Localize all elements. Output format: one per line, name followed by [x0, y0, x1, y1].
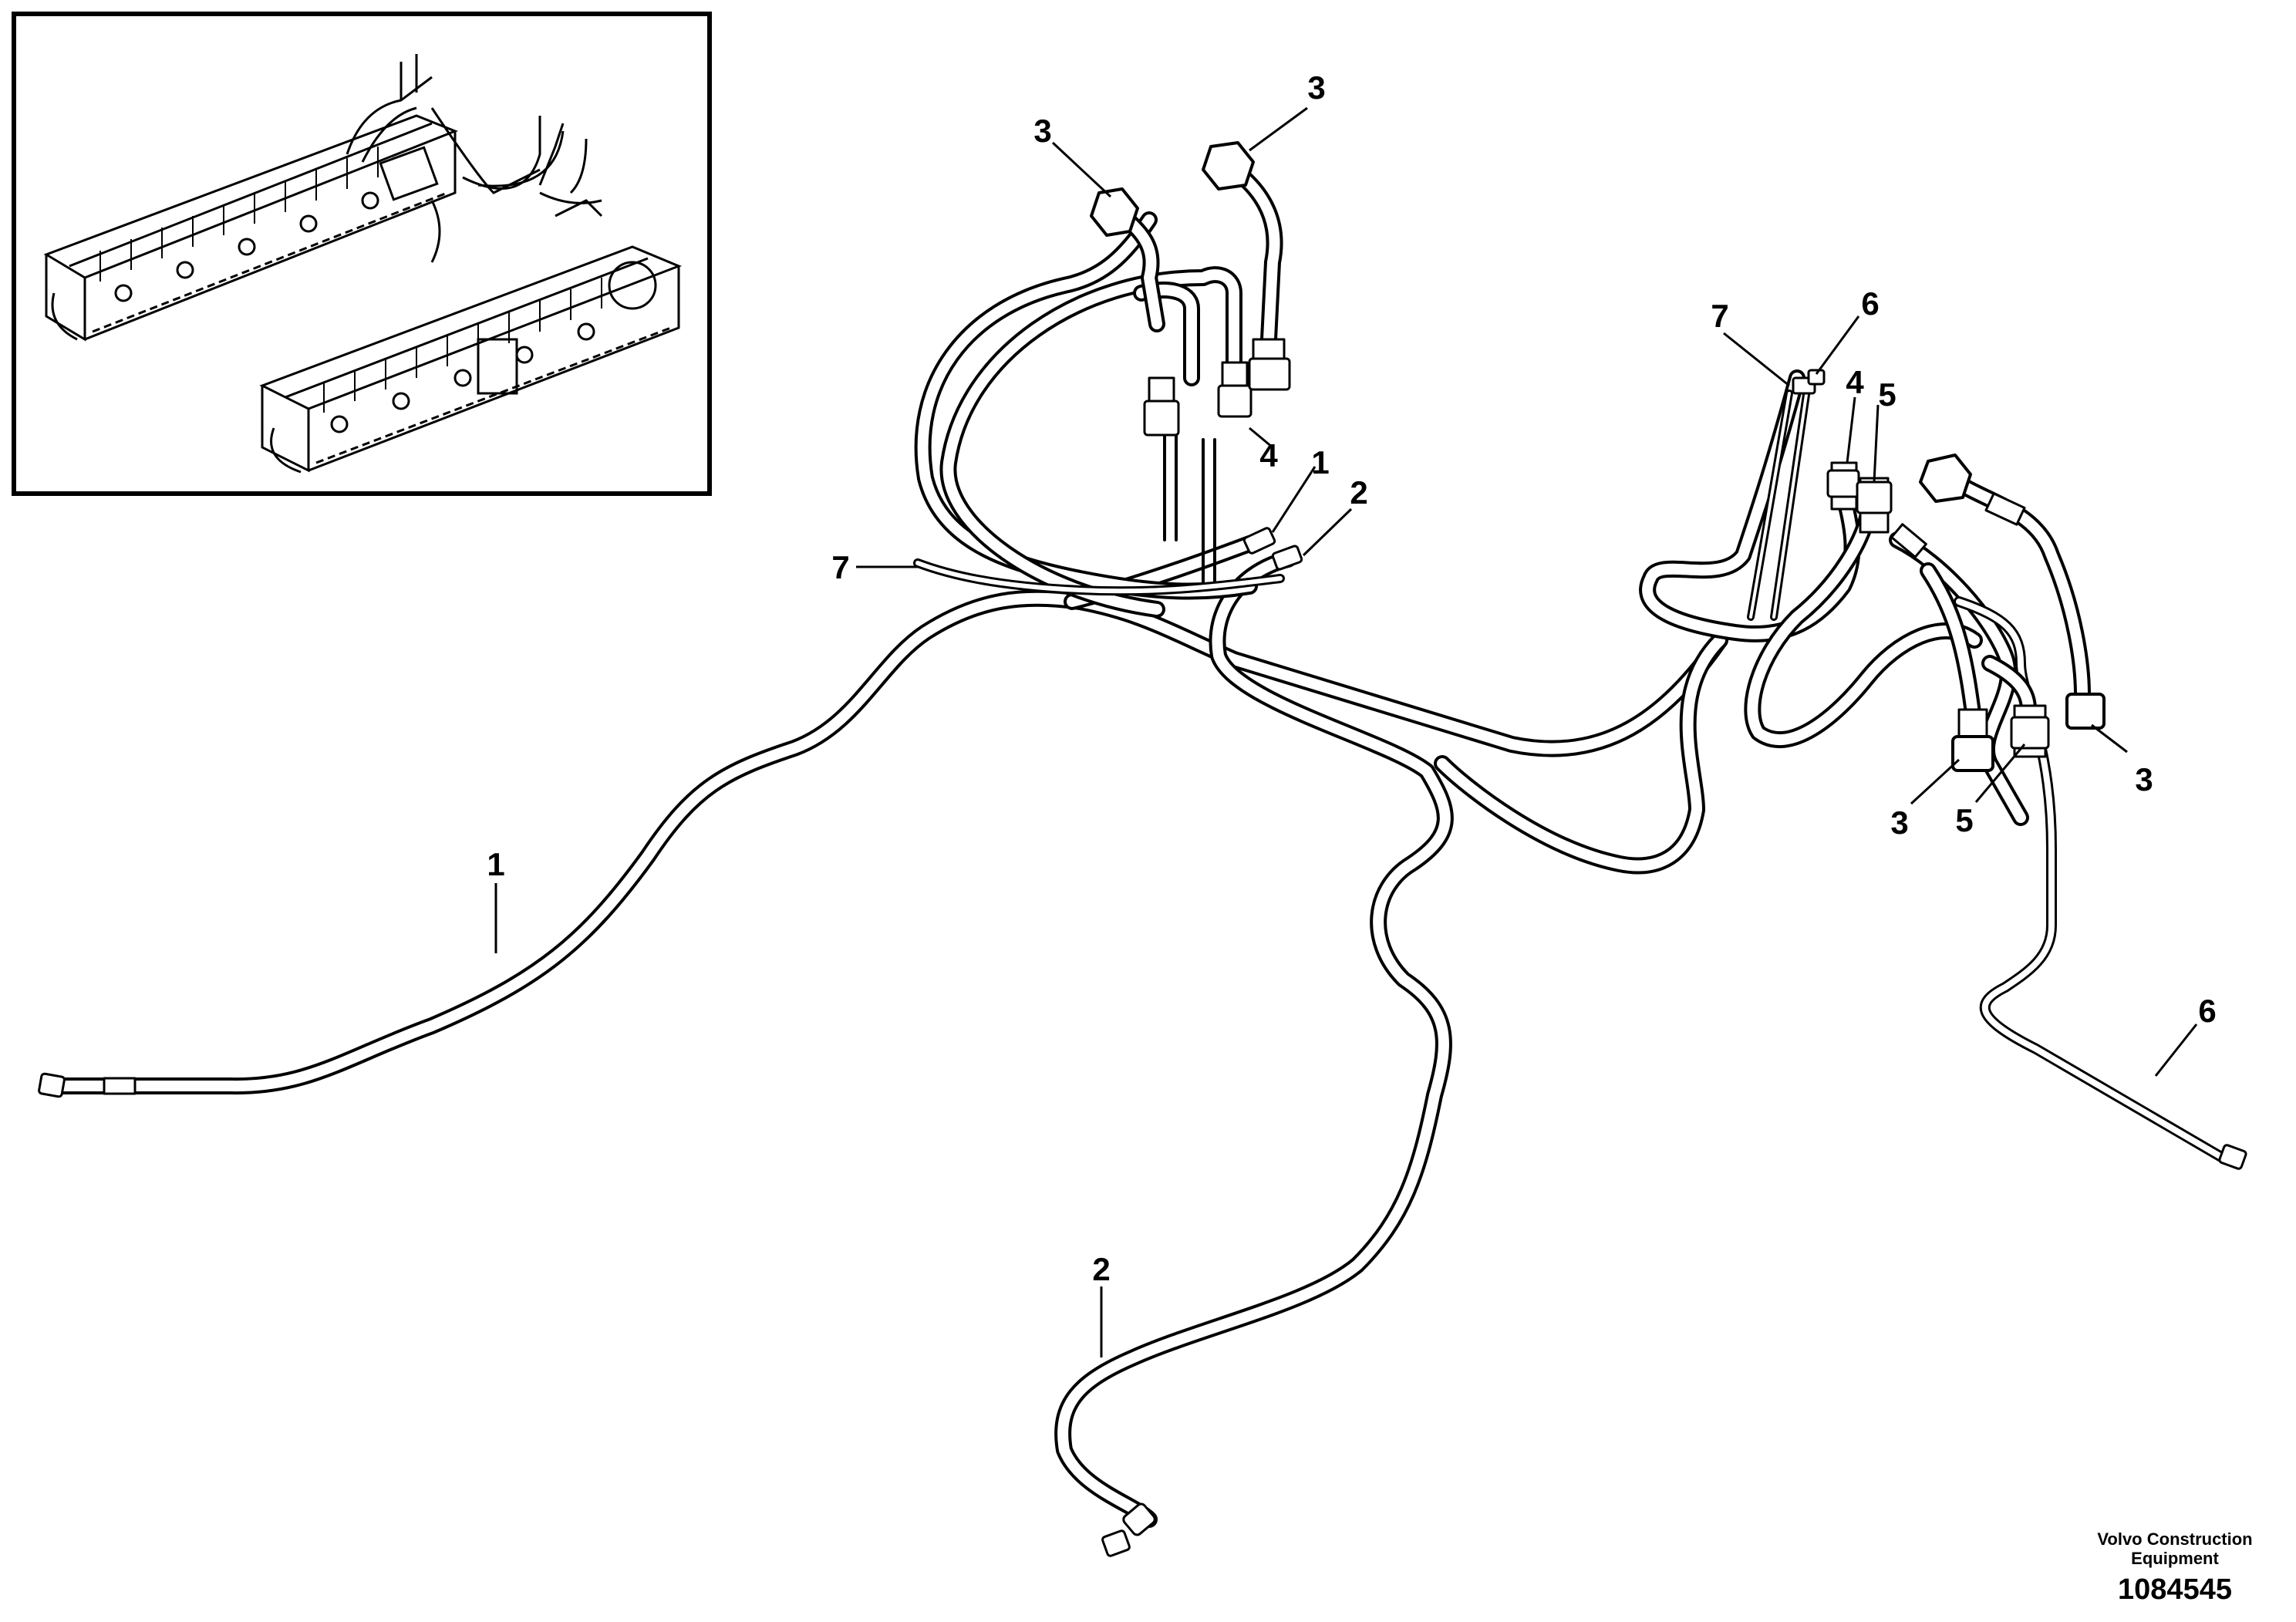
callout-6-bottom: 6 — [2198, 993, 2216, 1029]
callout-7-right: 7 — [1711, 298, 1728, 334]
callout-2-top: 2 — [1350, 474, 1367, 511]
callout-2-bottom: 2 — [1092, 1251, 1110, 1287]
part-number: 1084545 — [2118, 1573, 2232, 1606]
leader-lines — [494, 106, 2198, 1357]
callout-4-left: 4 — [1259, 437, 1278, 474]
callout-7-left: 7 — [831, 549, 849, 585]
hose-loop-right — [1434, 369, 1983, 875]
inset-track-front — [259, 245, 683, 474]
hose-5-lower — [1981, 655, 2050, 758]
hose-3-nut-left — [1090, 187, 1139, 237]
hose-3-nut-lower — [1951, 735, 1994, 772]
inset-overview — [12, 12, 712, 496]
hose-3-left — [1090, 187, 1165, 332]
callout-3-top-right: 3 — [1307, 69, 1325, 106]
callout-3-right: 3 — [2135, 761, 2153, 798]
hose-1-top-fitting — [1242, 527, 1276, 555]
hose-1 — [38, 589, 1728, 1098]
hose-2 — [1054, 545, 1454, 1557]
hose-3-lower — [1920, 562, 1994, 772]
hose-6-end-fitting — [2218, 1144, 2247, 1170]
company-line-1: Volvo Construction — [2097, 1529, 2253, 1549]
hose-loop-left — [914, 211, 1258, 618]
hose-2-end-fitting — [1101, 1529, 1131, 1557]
hose-3-nut-right — [1202, 141, 1255, 191]
company-line-2: Equipment — [2131, 1549, 2219, 1568]
callout-1-top: 1 — [1311, 444, 1329, 481]
callout-6-top: 6 — [1861, 285, 1879, 322]
callout-labels: 3 3 4 1 2 7 7 6 4 5 3 3 5 6 1 2 — [487, 69, 2216, 1287]
callout-3-top-left: 3 — [1033, 113, 1051, 149]
hose-3-right — [1202, 141, 1291, 391]
hose-2-top-fitting — [1271, 545, 1303, 571]
callout-3-lower: 3 — [1890, 804, 1908, 841]
callout-1-left: 1 — [487, 846, 504, 882]
hose-6 — [1954, 596, 2247, 1170]
company-name: Volvo Construction Equipment — [2075, 1529, 2275, 1568]
callout-5-lower: 5 — [1955, 802, 1973, 838]
hose-3-nut-lower-right — [2065, 693, 2106, 730]
inset-hoses — [346, 54, 603, 263]
hose-3-nut-far-right — [1919, 454, 1972, 503]
hose-1-end-fitting — [38, 1072, 66, 1098]
hose-7 — [913, 558, 1285, 596]
hose-3-far-right — [1919, 454, 2106, 730]
hose-assembly — [38, 141, 2247, 1557]
callout-5-top: 5 — [1878, 376, 1896, 413]
callout-4-right: 4 — [1846, 364, 1864, 400]
inset-track-rear — [43, 114, 459, 342]
